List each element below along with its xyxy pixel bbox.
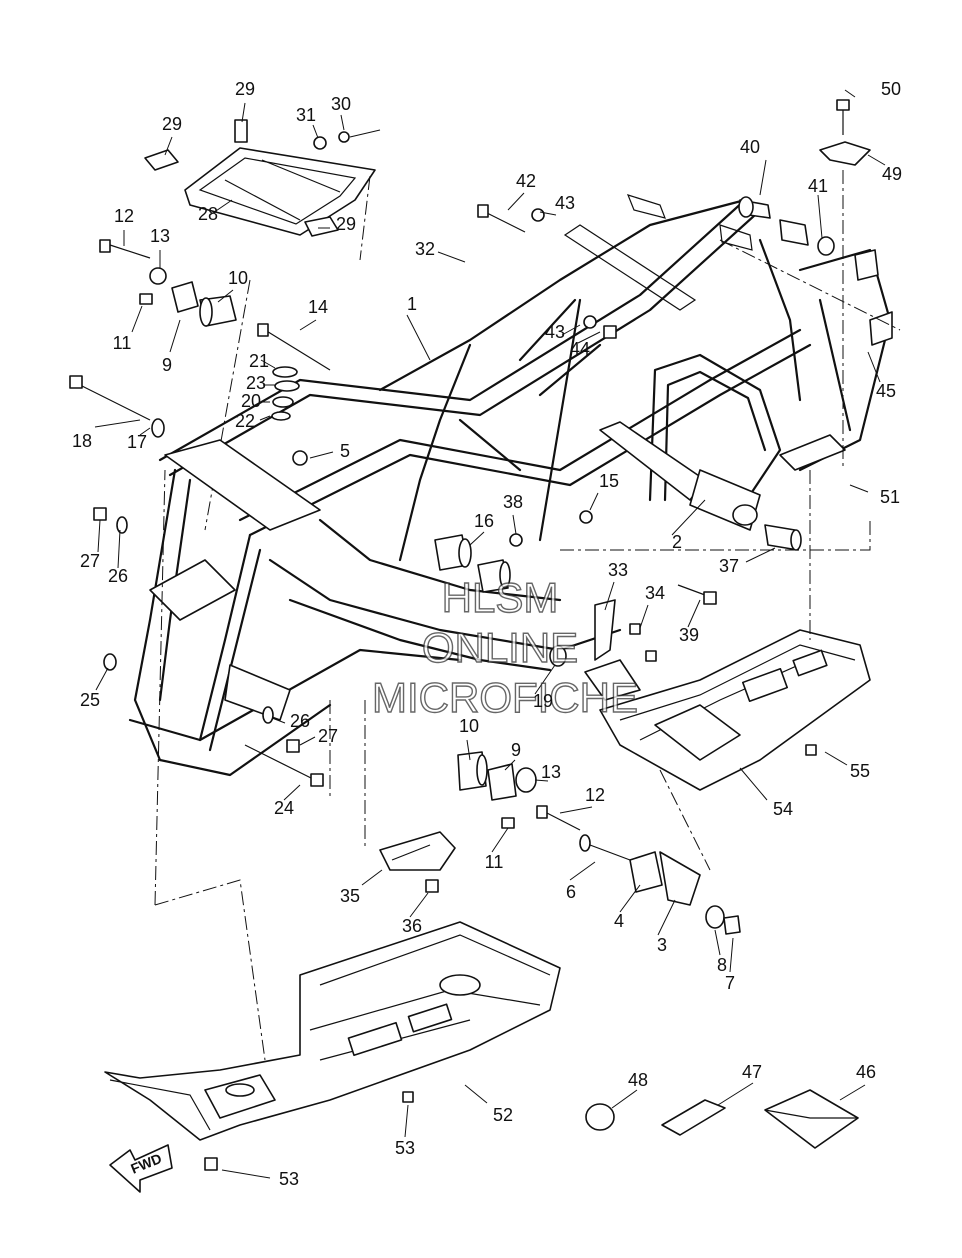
callout-12: 12 [585, 785, 605, 805]
main-frame [128, 194, 812, 777]
callout-14: 14 [308, 297, 328, 317]
callout-17: 17 [127, 432, 147, 452]
callout-29: 29 [235, 79, 255, 99]
guard-35 [379, 831, 456, 893]
callout-8: 8 [717, 955, 727, 975]
o-ring-48 [585, 1103, 615, 1131]
callout-20: 20 [241, 391, 261, 411]
callout-45: 45 [876, 381, 896, 401]
rear-bushings [738, 196, 835, 256]
callout-24: 24 [274, 798, 294, 818]
callout-27: 27 [318, 726, 338, 746]
watermark-line2: ONLINE [422, 624, 578, 671]
callout-43: 43 [545, 322, 565, 342]
tool-47 [661, 1099, 726, 1136]
callout-10: 10 [228, 268, 248, 288]
callout-11: 11 [113, 333, 132, 353]
callout-43: 43 [555, 193, 575, 213]
engine-mount-bushings [434, 510, 802, 593]
callout-33: 33 [608, 560, 628, 580]
callout-39: 39 [679, 625, 699, 645]
callout-35: 35 [340, 886, 360, 906]
callout-4: 4 [614, 911, 624, 931]
callout-42: 42 [516, 171, 536, 191]
callout-29: 29 [162, 114, 182, 134]
pouch-46 [764, 1089, 859, 1149]
callout-50: 50 [881, 79, 901, 99]
callout-37: 37 [719, 556, 739, 576]
callout-44: 44 [570, 339, 590, 359]
callout-3: 3 [657, 935, 667, 955]
front-skid-plate [104, 921, 561, 1171]
callout-41: 41 [808, 176, 828, 196]
callout-1: 1 [407, 294, 417, 314]
callout-48: 48 [628, 1070, 648, 1090]
callout-26: 26 [108, 566, 128, 586]
leader-lines [94, 89, 901, 1179]
watermark-line1: HLSM [442, 574, 559, 621]
callout-36: 36 [402, 916, 422, 936]
callout-22: 22 [235, 411, 255, 431]
callout-6: 6 [566, 882, 576, 902]
callout-18: 18 [72, 431, 92, 451]
callout-52: 52 [493, 1105, 513, 1125]
callout-47: 47 [742, 1062, 762, 1082]
callout-32: 32 [415, 239, 435, 259]
callout-10: 10 [459, 716, 479, 736]
callout-51: 51 [880, 487, 900, 507]
callout-numbers: 29 29 29 31 30 28 12 13 10 11 9 14 1 32 … [72, 79, 902, 1189]
callout-21: 21 [249, 351, 269, 371]
callout-55: 55 [850, 761, 870, 781]
callout-46: 46 [856, 1062, 876, 1082]
callout-30: 30 [331, 94, 351, 114]
callout-2: 2 [672, 532, 682, 552]
callout-23: 23 [246, 373, 266, 393]
mount-bracket [819, 99, 871, 470]
callout-9: 9 [511, 740, 521, 760]
callout-54: 54 [773, 799, 793, 819]
callout-34: 34 [645, 583, 665, 603]
rear-skid-plate [599, 629, 871, 791]
callout-49: 49 [882, 164, 902, 184]
callout-28: 28 [198, 204, 218, 224]
front-pivot-hardware [69, 239, 331, 466]
callout-27: 27 [80, 551, 100, 571]
bracket-33 [549, 584, 717, 701]
callout-11: 11 [485, 852, 504, 872]
accessories [585, 1089, 859, 1149]
callout-15: 15 [599, 471, 619, 491]
callout-53: 53 [279, 1169, 299, 1189]
callout-31: 31 [296, 105, 316, 125]
front-mount-hardware [93, 507, 324, 787]
callout-38: 38 [503, 492, 523, 512]
upper-bolt [477, 204, 617, 339]
forward-arrow: FWD [109, 1144, 173, 1193]
callout-7: 7 [725, 973, 735, 993]
callout-53: 53 [395, 1138, 415, 1158]
callout-12: 12 [114, 206, 134, 226]
battery-bracket [144, 119, 381, 531]
callout-25: 25 [80, 690, 100, 710]
watermark-line3: MICROFICHE [372, 674, 638, 721]
callout-19: 19 [533, 691, 553, 711]
callout-16: 16 [474, 511, 494, 531]
callout-9: 9 [162, 355, 172, 375]
rear-subframe [599, 238, 893, 531]
callout-13: 13 [150, 226, 170, 246]
callout-29: 29 [336, 214, 356, 234]
callout-5: 5 [340, 441, 350, 461]
callout-40: 40 [740, 137, 760, 157]
callout-26: 26 [290, 711, 310, 731]
watermark: HLSM ONLINE MICROFICHE [371, 573, 638, 721]
callout-13: 13 [541, 762, 561, 782]
